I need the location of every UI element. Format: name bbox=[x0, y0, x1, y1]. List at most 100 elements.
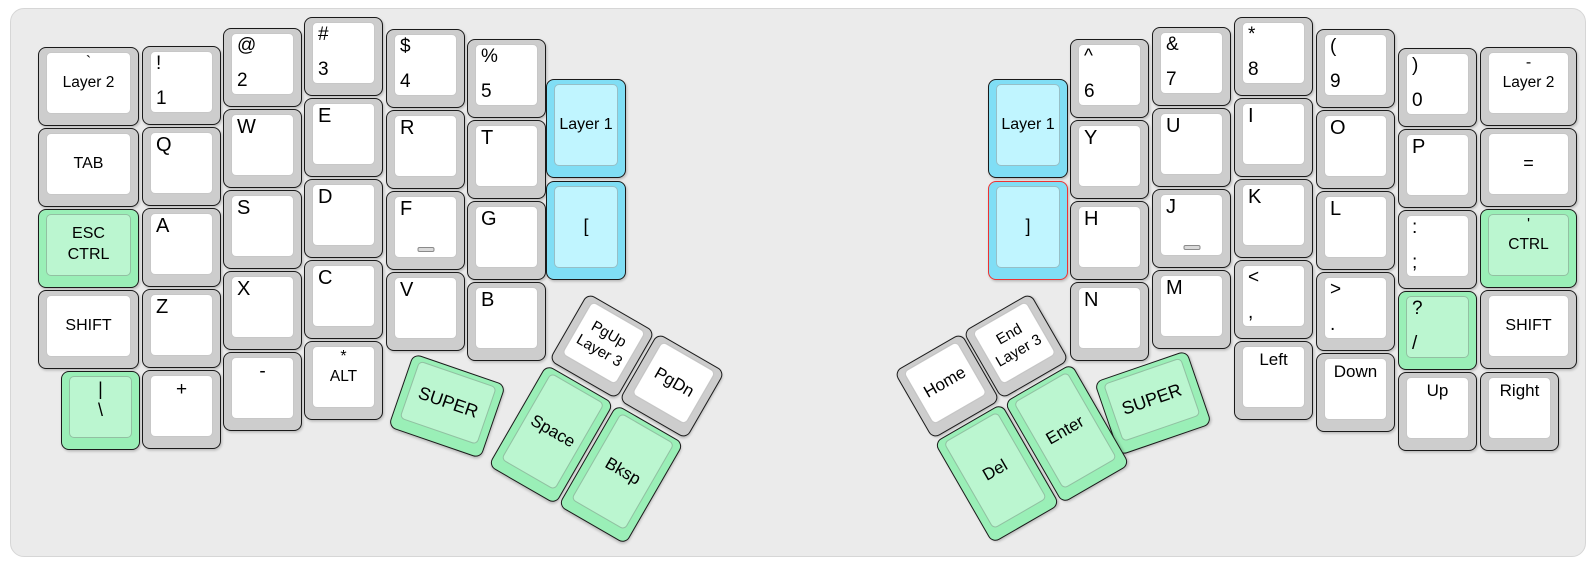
key-label: Layer 2 bbox=[62, 73, 115, 91]
key-m[interactable]: M bbox=[1152, 270, 1231, 349]
key-label-lines: ALT bbox=[313, 367, 374, 387]
key-star-alt[interactable]: * ALT bbox=[304, 341, 383, 420]
key-arrow-up[interactable]: Up bbox=[1398, 372, 1477, 451]
key-s[interactable]: S bbox=[223, 190, 302, 269]
key-semicolon[interactable]: :; bbox=[1398, 210, 1477, 289]
key-q[interactable]: Q bbox=[142, 127, 221, 206]
key-f[interactable]: F bbox=[386, 191, 465, 270]
key-3[interactable]: #3 bbox=[304, 17, 383, 96]
key-a[interactable]: A bbox=[142, 208, 221, 287]
keycap-top: Right bbox=[1488, 377, 1551, 439]
key-label-lines: - bbox=[232, 360, 293, 385]
key-quote-ctrl[interactable]: 'CTRL bbox=[1480, 209, 1577, 288]
key-comma[interactable]: <, bbox=[1234, 260, 1313, 339]
keycap-top: T bbox=[475, 125, 538, 187]
key-l[interactable]: L bbox=[1316, 191, 1395, 270]
key-label: Y bbox=[1084, 127, 1098, 149]
key-slash[interactable]: ?/ bbox=[1398, 291, 1477, 370]
key-arrow-down[interactable]: Down bbox=[1316, 353, 1395, 432]
key-label: > bbox=[1330, 279, 1342, 300]
key-label: C bbox=[318, 267, 333, 289]
key-k[interactable]: K bbox=[1234, 179, 1313, 258]
key-0[interactable]: )0 bbox=[1398, 48, 1477, 127]
key-e[interactable]: E bbox=[304, 98, 383, 177]
key-label: 5 bbox=[481, 81, 492, 102]
key-4[interactable]: $4 bbox=[386, 29, 465, 108]
key-x[interactable]: X bbox=[223, 271, 302, 350]
key-6[interactable]: ^6 bbox=[1070, 39, 1149, 118]
key-right-bracket[interactable]: ] bbox=[988, 181, 1068, 280]
key-label: = bbox=[1523, 153, 1534, 174]
key-8[interactable]: *8 bbox=[1234, 17, 1313, 96]
key-5[interactable]: %5 bbox=[467, 39, 546, 118]
key-label-lines: Right bbox=[1489, 380, 1550, 402]
key-label: - bbox=[1525, 54, 1532, 71]
key-h[interactable]: H bbox=[1070, 201, 1149, 280]
key-label: 3 bbox=[318, 59, 329, 80]
key-minus[interactable]: - bbox=[223, 352, 302, 431]
key-shift-left[interactable]: SHIFT bbox=[38, 290, 139, 369]
keycap-top: SHIFT bbox=[1488, 295, 1569, 357]
keycap-top: Layer 1 bbox=[554, 84, 618, 166]
key-pipe-backslash[interactable]: |\ bbox=[61, 371, 140, 450]
key-y[interactable]: Y bbox=[1070, 120, 1149, 199]
key-w[interactable]: W bbox=[223, 109, 302, 188]
keycap-top: - bbox=[231, 357, 294, 419]
key-2[interactable]: @2 bbox=[223, 28, 302, 107]
keycap-top: L bbox=[1324, 196, 1387, 258]
key-grave-layer2[interactable]: `Layer 2 bbox=[38, 47, 139, 126]
key-label: * bbox=[340, 348, 347, 365]
key-label: ^ bbox=[1084, 46, 1093, 67]
key-7[interactable]: &7 bbox=[1152, 27, 1231, 106]
key-label: G bbox=[481, 208, 497, 230]
key-minus-layer2[interactable]: -Layer 2 bbox=[1480, 47, 1577, 126]
keycap-top: H bbox=[1078, 206, 1141, 268]
keycap-top: Layer 1 bbox=[996, 84, 1060, 166]
key-z[interactable]: Z bbox=[142, 289, 221, 368]
key-r[interactable]: R bbox=[386, 110, 465, 189]
key-o[interactable]: O bbox=[1316, 110, 1395, 189]
key-label: ; bbox=[1412, 252, 1418, 273]
key-label: < bbox=[1248, 267, 1260, 288]
key-j[interactable]: J bbox=[1152, 189, 1231, 268]
keycap-top: U bbox=[1160, 113, 1223, 175]
key-9[interactable]: (9 bbox=[1316, 29, 1395, 108]
key-b[interactable]: B bbox=[467, 282, 546, 361]
key-label: W bbox=[237, 116, 256, 138]
key-c[interactable]: C bbox=[304, 260, 383, 339]
key-g[interactable]: G bbox=[467, 201, 546, 280]
key-arrow-left[interactable]: Left bbox=[1234, 341, 1313, 420]
key-arrow-right[interactable]: Right bbox=[1480, 372, 1559, 451]
key-shift-right[interactable]: SHIFT bbox=[1480, 290, 1577, 369]
key-layer1-left[interactable]: Layer 1 bbox=[546, 79, 626, 178]
key-label: B bbox=[481, 289, 495, 311]
key-label: $ bbox=[400, 36, 411, 57]
key-d[interactable]: D bbox=[304, 179, 383, 258]
key-equals[interactable]: = bbox=[1480, 128, 1577, 207]
key-i[interactable]: I bbox=[1234, 98, 1313, 177]
keycap-top: P bbox=[1406, 134, 1469, 196]
keycap-top: )0 bbox=[1406, 53, 1469, 115]
key-label: L bbox=[1330, 198, 1342, 220]
key-1[interactable]: !1 bbox=[142, 46, 221, 125]
keycap-top: K bbox=[1242, 184, 1305, 246]
key-label: [ bbox=[583, 216, 589, 237]
key-label: @ bbox=[237, 35, 257, 56]
key-layer1-right[interactable]: Layer 1 bbox=[988, 79, 1068, 178]
key-u[interactable]: U bbox=[1152, 108, 1231, 187]
key-label: * bbox=[1248, 24, 1256, 45]
key-v[interactable]: V bbox=[386, 272, 465, 351]
key-n[interactable]: N bbox=[1070, 282, 1149, 361]
key-plus[interactable]: + bbox=[142, 370, 221, 449]
key-label: ( bbox=[1330, 36, 1337, 57]
key-label-lines: Left bbox=[1243, 349, 1304, 371]
key-left-bracket[interactable]: [ bbox=[546, 181, 626, 280]
key-label: TAB bbox=[73, 154, 104, 172]
keycap-top: SHIFT bbox=[46, 295, 131, 357]
key-t[interactable]: T bbox=[467, 120, 546, 199]
key-p[interactable]: P bbox=[1398, 129, 1477, 208]
key-label: Down bbox=[1333, 362, 1378, 381]
key-period[interactable]: >. bbox=[1316, 272, 1395, 351]
key-tab[interactable]: TAB bbox=[38, 128, 139, 207]
